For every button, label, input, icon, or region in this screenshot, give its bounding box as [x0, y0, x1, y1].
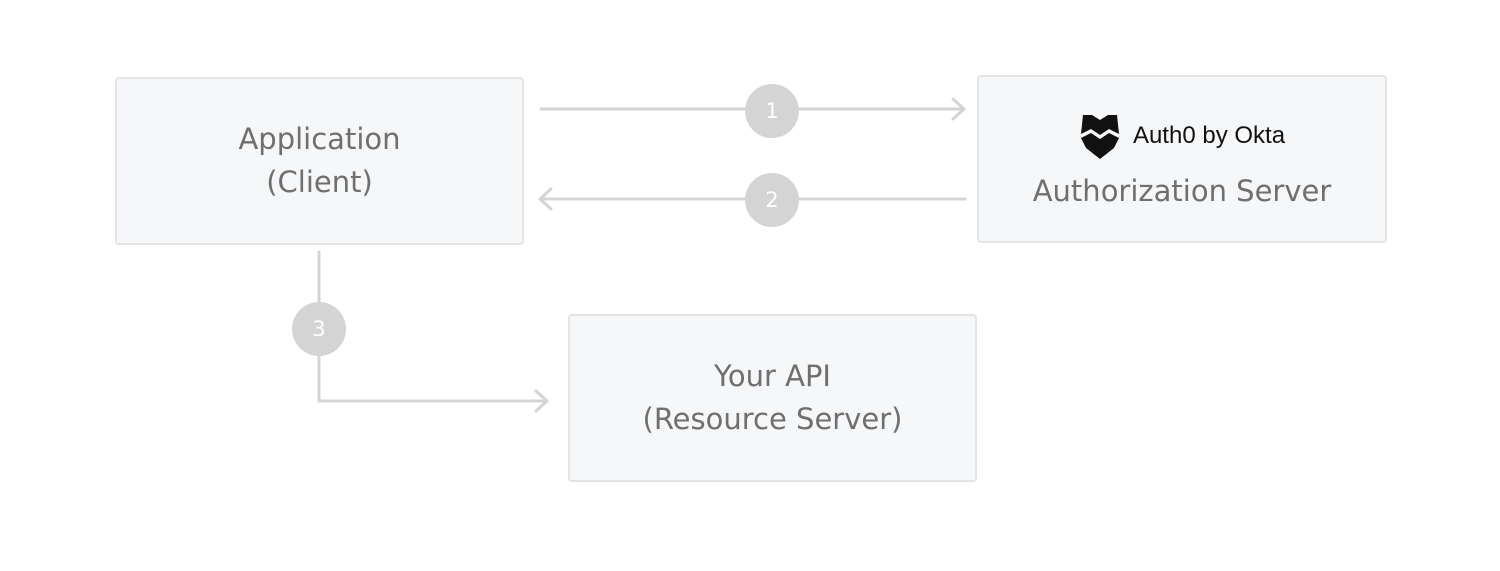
auth0-brand: Auth0 by Okta [1079, 112, 1285, 160]
authorization-server-box: Auth0 by Okta Authorization Server [977, 75, 1387, 243]
application-title: Application [238, 122, 401, 156]
authorization-server-title: Authorization Server [1032, 173, 1332, 208]
step-1-badge: 1 [745, 84, 799, 138]
brand-name: Auth0 by Okta [1132, 121, 1286, 149]
arrowhead-right-auth [951, 97, 966, 121]
shield-icon [1079, 112, 1121, 160]
arrowhead-right-api [534, 389, 549, 413]
application-client-box: Application (Client) [115, 77, 524, 245]
arrowhead-left-client [538, 187, 553, 211]
api-resource-server-box: Your API (Resource Server) [568, 314, 977, 482]
step-3-badge: 3 [292, 302, 346, 356]
api-title: Your API [713, 359, 831, 393]
client-subtitle: (Client) [266, 165, 373, 199]
step-2-badge: 2 [745, 173, 799, 227]
resource-server-subtitle: (Resource Server) [642, 402, 903, 436]
connector-client-to-api [317, 250, 547, 403]
